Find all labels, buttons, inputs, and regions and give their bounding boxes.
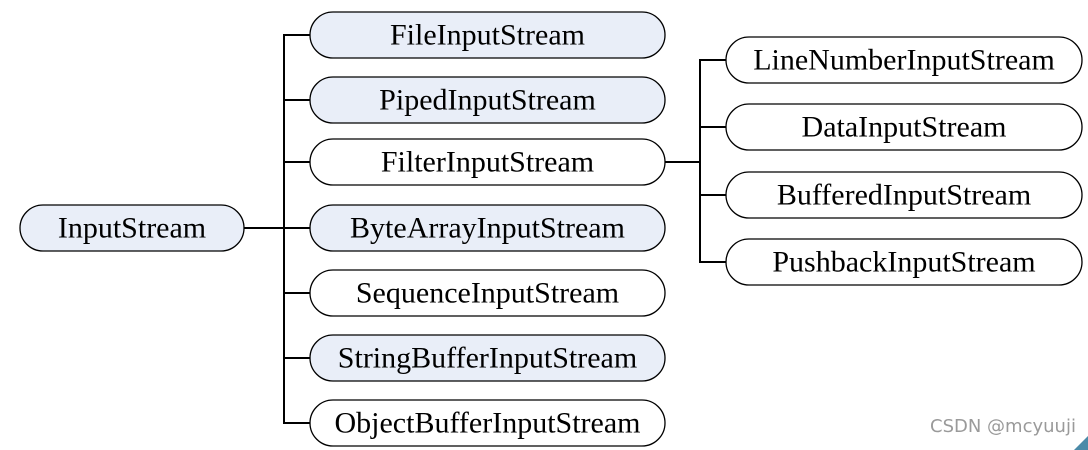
node-label: PipedInputStream [379, 84, 596, 117]
node-label: InputStream [58, 212, 206, 245]
node-file-input-stream: FileInputStream [309, 11, 666, 59]
node-label: ObjectBufferInputStream [334, 407, 640, 440]
node-filter-input-stream: FilterInputStream [309, 138, 666, 186]
node-shape [309, 138, 666, 186]
node-shape [19, 204, 245, 252]
node-shape [309, 334, 666, 382]
node-label: StringBufferInputStream [338, 342, 637, 375]
node-string-buffer-input-stream: StringBufferInputStream [309, 334, 666, 382]
node-shape [725, 103, 1083, 151]
node-piped-input-stream: PipedInputStream [309, 76, 666, 124]
node-byte-array-input-stream: ByteArrayInputStream [309, 204, 666, 252]
node-input-stream: InputStream [19, 204, 245, 252]
node-shape [725, 171, 1083, 219]
node-label: SequenceInputStream [356, 277, 619, 310]
node-label: FilterInputStream [381, 146, 594, 179]
node-shape [725, 36, 1083, 84]
node-shape [725, 238, 1083, 286]
node-label: ByteArrayInputStream [350, 212, 625, 245]
node-object-buffer-input-stream: ObjectBufferInputStream [309, 399, 666, 447]
diagram-nodes: InputStream FileInputStreamPipedInputStre… [19, 11, 1083, 447]
node-pushback-input-stream: PushbackInputStream [725, 238, 1083, 286]
node-shape [309, 76, 666, 124]
node-shape [309, 204, 666, 252]
node-label: FileInputStream [390, 19, 585, 52]
node-shape [309, 11, 666, 59]
node-shape [309, 399, 666, 447]
node-line-number-input-stream: LineNumberInputStream [725, 36, 1083, 84]
node-buffered-input-stream: BufferedInputStream [725, 171, 1083, 219]
corner-decoration [1074, 436, 1088, 450]
node-label: PushbackInputStream [772, 246, 1035, 279]
node-shape [309, 269, 666, 317]
node-label: LineNumberInputStream [753, 44, 1055, 77]
node-label: DataInputStream [802, 111, 1007, 144]
node-sequence-input-stream: SequenceInputStream [309, 269, 666, 317]
node-label: BufferedInputStream [777, 179, 1031, 212]
connector-lines [243, 34, 727, 424]
node-data-input-stream: DataInputStream [725, 103, 1083, 151]
watermark: CSDN @mcyuuji [930, 416, 1076, 437]
